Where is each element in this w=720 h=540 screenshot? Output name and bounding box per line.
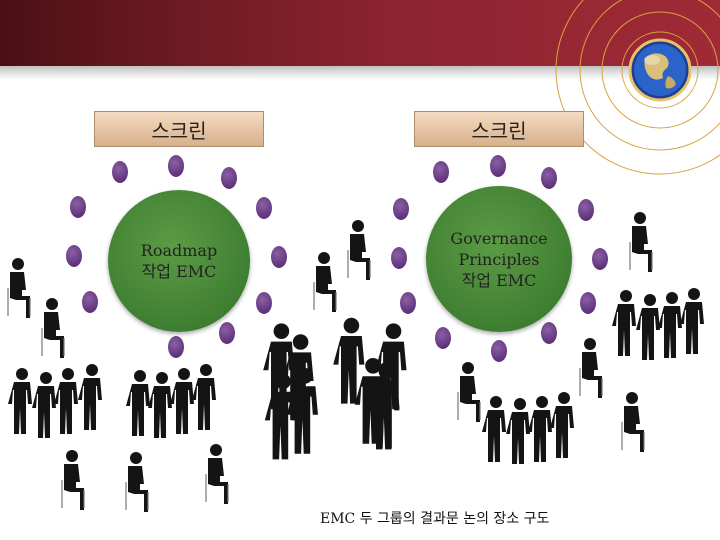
- seated-person-icon: [347, 219, 371, 281]
- person-silhouette-icon: [482, 396, 506, 462]
- person-silhouette-icon: [506, 398, 530, 464]
- person-silhouette-icon: [636, 294, 660, 360]
- seated-person-icon: [205, 443, 229, 505]
- seat-dot: [592, 248, 608, 270]
- seat-dot: [168, 155, 184, 177]
- person-silhouette-icon: [78, 364, 102, 430]
- seated-person-icon: [457, 361, 481, 423]
- right-group-title: 스크린: [414, 111, 584, 147]
- right-discussion-circle: Governance Principles 작업 EMC: [426, 186, 572, 332]
- header-band: [0, 0, 720, 66]
- person-silhouette-icon: [550, 392, 574, 458]
- seat-dot: [256, 197, 272, 219]
- seated-person-icon: [579, 337, 603, 399]
- seated-person-icon: [621, 391, 645, 453]
- right-circle-line3: 작업 EMC: [461, 270, 537, 290]
- right-circle-line1: Governance: [450, 228, 548, 248]
- seat-dot: [578, 199, 594, 221]
- seated-person-icon: [41, 297, 65, 359]
- person-silhouette-icon: [8, 368, 32, 434]
- seated-person-icon: [61, 449, 85, 511]
- seat-dot: [433, 161, 449, 183]
- seat-dot: [400, 292, 416, 314]
- person-silhouette-icon: [170, 368, 194, 434]
- seat-dot: [70, 196, 86, 218]
- right-circle-line2: Principles: [458, 249, 540, 269]
- seat-dot: [66, 245, 82, 267]
- left-discussion-circle: Roadmap 작업 EMC: [108, 190, 250, 332]
- seat-dot: [112, 161, 128, 183]
- person-silhouette-icon: [680, 288, 704, 354]
- footer-caption: EMC 두 그룹의 결과문 논의 장소 구도: [320, 511, 550, 527]
- seat-dot: [391, 247, 407, 269]
- seat-dot: [393, 198, 409, 220]
- header-shadow: [0, 66, 720, 80]
- seat-dot: [580, 292, 596, 314]
- seat-dot: [219, 322, 235, 344]
- globe-icon: [628, 38, 692, 102]
- seated-person-icon: [125, 451, 149, 513]
- seat-dot: [82, 291, 98, 313]
- seated-person-icon: [629, 211, 653, 273]
- seated-person-icon: [7, 257, 31, 319]
- person-silhouette-icon: [32, 372, 56, 438]
- person-silhouette-icon: [658, 292, 682, 358]
- seated-person-icon: [313, 251, 337, 313]
- left-group-title: 스크린: [94, 111, 264, 147]
- seat-dot: [491, 340, 507, 362]
- person-silhouette-icon: [148, 372, 172, 438]
- seat-dot: [541, 322, 557, 344]
- person-silhouette-icon: [612, 290, 636, 356]
- person-silhouette-icon: [126, 370, 150, 436]
- left-circle-line2: 작업 EMC: [141, 262, 217, 281]
- seat-dot: [221, 167, 237, 189]
- seat-dot: [271, 246, 287, 268]
- person-silhouette-icon: [528, 396, 552, 462]
- seat-dot: [541, 167, 557, 189]
- seat-dot: [256, 292, 272, 314]
- seat-dot: [435, 327, 451, 349]
- seat-dot: [168, 336, 184, 358]
- left-circle-line1: Roadmap: [140, 241, 218, 260]
- seat-dot: [490, 155, 506, 177]
- person-silhouette-icon: [54, 368, 78, 434]
- person-silhouette-icon: [192, 364, 216, 430]
